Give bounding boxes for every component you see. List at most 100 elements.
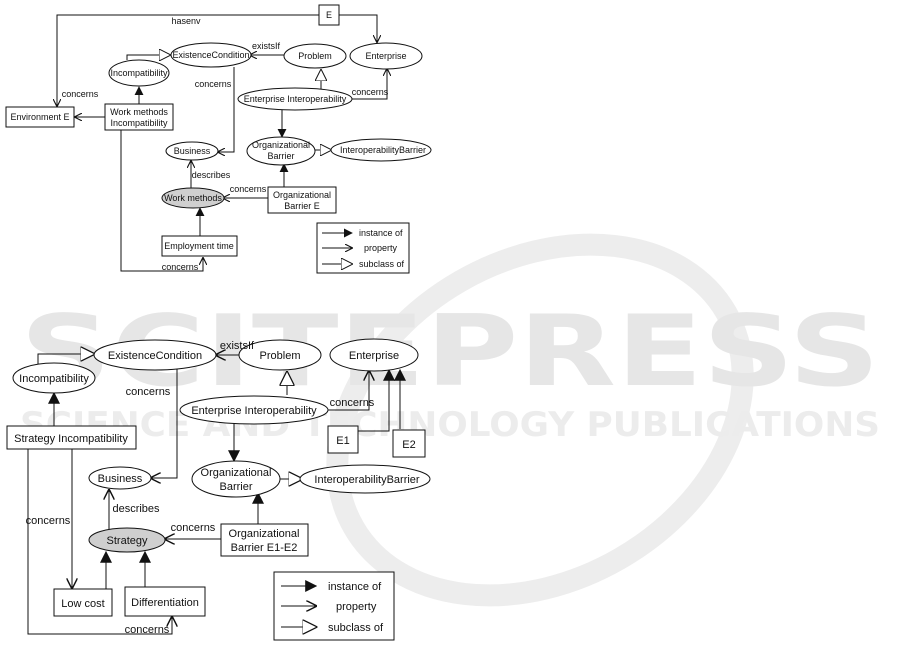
- top-edge-hasenv-enterprise: [339, 14, 377, 42]
- bottom-node-problem: [238, 339, 322, 371]
- top-label-existence-condition: ExistenceCondition: [172, 50, 249, 60]
- top-edge-incompat-subclass: [126, 55, 170, 60]
- top-label-hasenv: hasenv: [171, 16, 201, 26]
- bottom-node-business: [88, 466, 152, 490]
- top-edge-labels: hasenv existsIf concerns concerns concer…: [62, 16, 389, 272]
- bottom-edge-ei-concerns: [328, 371, 369, 411]
- bottom-node-enterprise: [329, 338, 419, 372]
- watermark: SCITEPRESS SCIENCE AND TECHNOLOGY PUBLIC…: [20, 233, 880, 607]
- bottom-label-describes: describes: [112, 503, 160, 515]
- bottom-label-concerns-diff: concerns: [125, 624, 170, 636]
- bottom-legend-subclass: subclass of: [328, 622, 384, 634]
- top-edge-hasenv-env: [57, 14, 319, 106]
- bottom-legend-instance: instance of: [328, 581, 382, 593]
- top-edge-ec-concerns: [218, 67, 235, 152]
- bottom-edges: [27, 354, 406, 635]
- bottom-legend: instance of property subclass of: [273, 571, 395, 641]
- bottom-label-existence-condition: ExistenceCondition: [108, 350, 202, 362]
- top-node-work-methods-incompat: [104, 103, 174, 131]
- top-label-incompatibility: Incompatibility: [110, 68, 168, 78]
- bottom-label-concerns-lowcost: concerns: [26, 515, 71, 527]
- bottom-label-interop-barrier: InteroperabilityBarrier: [314, 474, 419, 486]
- top-diagram: E ExistenceCondition Problem Enterprise …: [5, 4, 432, 274]
- top-node-work-methods: [161, 187, 225, 209]
- bottom-node-incompatibility: [12, 362, 96, 394]
- bottom-label-low-cost: Low cost: [61, 598, 104, 610]
- bottom-edge-ec-concerns: [151, 367, 178, 478]
- bottom-label-business: Business: [98, 473, 143, 485]
- top-label-concerns-work: concerns: [230, 184, 267, 194]
- top-nodes: E ExistenceCondition Problem Enterprise …: [5, 4, 432, 257]
- bottom-label-concerns-business: concerns: [126, 386, 171, 398]
- top-node-problem: [283, 43, 347, 69]
- top-node-environment-e: [5, 106, 75, 128]
- top-label-concerns-enterprise: concerns: [352, 87, 389, 97]
- top-label-ob-l1: Organizational: [252, 140, 310, 150]
- top-label-wmi-l2: Incompatibility: [110, 118, 168, 128]
- bottom-node-e2: [392, 429, 426, 458]
- top-label-enterprise: Enterprise: [365, 51, 406, 61]
- bottom-label-differentiation: Differentiation: [131, 597, 199, 609]
- bottom-label-concerns-enterprise: concerns: [330, 397, 375, 409]
- top-legend: instance of property subclass of: [316, 222, 410, 274]
- bottom-label-concerns-strategy: concerns: [171, 522, 216, 534]
- top-node-enterprise-interop: [237, 87, 353, 111]
- bottom-edge-e1-instance: [358, 368, 395, 432]
- bottom-label-incompatibility: Incompatibility: [19, 373, 89, 385]
- bottom-label-enterprise: Enterprise: [349, 350, 399, 362]
- bottom-node-strategy-incompat: [6, 425, 137, 450]
- top-label-concerns-business: concerns: [195, 79, 232, 89]
- top-label-business: Business: [174, 146, 211, 156]
- bottom-node-low-cost: [53, 588, 113, 617]
- bottom-label-ob-l2: Barrier: [219, 481, 252, 493]
- bottom-diagram: ExistenceCondition Problem Enterprise In…: [6, 338, 431, 641]
- bottom-label-e2: E2: [402, 439, 415, 451]
- top-label-problem: Problem: [298, 51, 332, 61]
- top-label-ob-l2: Barrier: [267, 151, 294, 161]
- top-label-e: E: [326, 10, 332, 20]
- bottom-node-strategy: [88, 527, 166, 553]
- top-label-work-methods: Work methods: [164, 193, 222, 203]
- bottom-label-enterprise-interop: Enterprise Interoperability: [191, 405, 317, 417]
- top-label-wmi-l1: Work methods: [110, 107, 168, 117]
- top-label-obe-l1: Organizational: [273, 190, 331, 200]
- top-legend-property: property: [364, 243, 398, 253]
- bottom-edge-si-concerns-diff: [27, 449, 172, 635]
- bottom-label-problem: Problem: [260, 350, 301, 362]
- bottom-label-obe12-l1: Organizational: [229, 528, 300, 540]
- bottom-edge-labels: existsIf concerns concerns concerns desc…: [26, 340, 375, 636]
- watermark-sub: SCIENCE AND TECHNOLOGY PUBLICATIONS: [20, 405, 880, 445]
- bottom-label-ob-l1: Organizational: [201, 467, 272, 479]
- bottom-node-enterprise-interop: [179, 395, 329, 425]
- bottom-label-strategy-incompat: Strategy Incompatibility: [14, 433, 128, 445]
- bottom-node-existence-condition: [93, 339, 217, 371]
- top-node-e: [318, 4, 340, 26]
- top-label-describes: describes: [192, 170, 231, 180]
- bottom-label-strategy: Strategy: [107, 535, 148, 547]
- top-label-existsif: existsIf: [252, 41, 281, 51]
- top-label-concerns-employment: concerns: [162, 262, 199, 272]
- top-label-interop-barrier: InteroperabilityBarrier: [340, 145, 426, 155]
- top-edges: [57, 14, 387, 272]
- top-node-org-barrier-e: [267, 186, 337, 214]
- top-node-existence-condition: [170, 42, 252, 68]
- top-label-obe-l2: Barrier E: [284, 201, 320, 211]
- bottom-edge-incompat-subclass: [37, 354, 94, 365]
- top-node-enterprise: [349, 42, 423, 70]
- top-label-concerns-env: concerns: [62, 89, 99, 99]
- top-legend-subclass: subclass of: [359, 259, 405, 269]
- top-label-employment-time: Employment time: [164, 241, 234, 251]
- top-edge-wmi-concerns-emp: [120, 130, 203, 272]
- bottom-label-e1: E1: [336, 435, 349, 447]
- top-node-org-barrier: [246, 136, 316, 166]
- bottom-legend-property: property: [336, 601, 377, 613]
- top-label-environment-e: Environment E: [10, 112, 69, 122]
- top-edge-ei-concerns: [351, 69, 387, 100]
- top-node-business: [165, 141, 219, 161]
- bottom-node-org-barrier-e1e2: [220, 523, 309, 557]
- bottom-label-existsif: existsIf: [220, 340, 255, 352]
- bottom-node-e1: [327, 425, 359, 454]
- top-node-incompatibility: [108, 59, 170, 87]
